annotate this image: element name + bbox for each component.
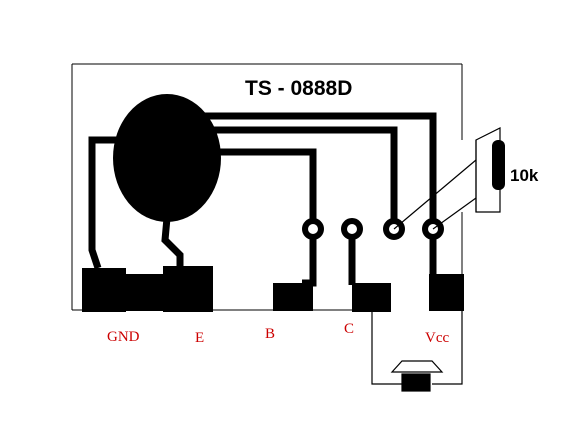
pin-label-vcc: Vcc: [425, 330, 449, 346]
pin-label-c: C: [344, 321, 354, 337]
diagram-title: TS - 0888D: [245, 77, 352, 100]
via-c: [341, 218, 363, 240]
speaker-cone: [390, 360, 444, 373]
speaker-wire-right: [432, 297, 463, 385]
via-pads: [302, 218, 444, 240]
resistor-wire-2: [432, 197, 477, 230]
pad-gnd-e-bridge: [126, 274, 164, 311]
resistor-10k: [393, 127, 505, 230]
speaker-wire-left: [371, 297, 402, 385]
pads: [82, 266, 464, 312]
pad-vcc: [429, 274, 464, 311]
resistor-body: [492, 140, 505, 190]
resistor-wire-1: [393, 159, 477, 230]
copper-traces: [88, 112, 437, 287]
pin-label-e: E: [195, 330, 204, 346]
speaker-magnet: [401, 373, 431, 392]
speaker-circuit: [371, 297, 463, 392]
pad-gnd: [82, 268, 126, 312]
pad-b: [273, 283, 313, 311]
pad-e: [163, 266, 213, 312]
trace-outer-loop: [200, 112, 437, 226]
pin-label-b: B: [265, 326, 275, 342]
trace-gnd: [88, 136, 122, 270]
pin-label-gnd: GND: [107, 329, 140, 345]
via-b: [302, 218, 324, 240]
trace-e: [161, 217, 184, 270]
main-pad: [113, 94, 221, 222]
trace-inner-loop: [210, 126, 398, 226]
resistor-value-label: 10k: [510, 166, 539, 185]
trace-b: [215, 148, 317, 226]
